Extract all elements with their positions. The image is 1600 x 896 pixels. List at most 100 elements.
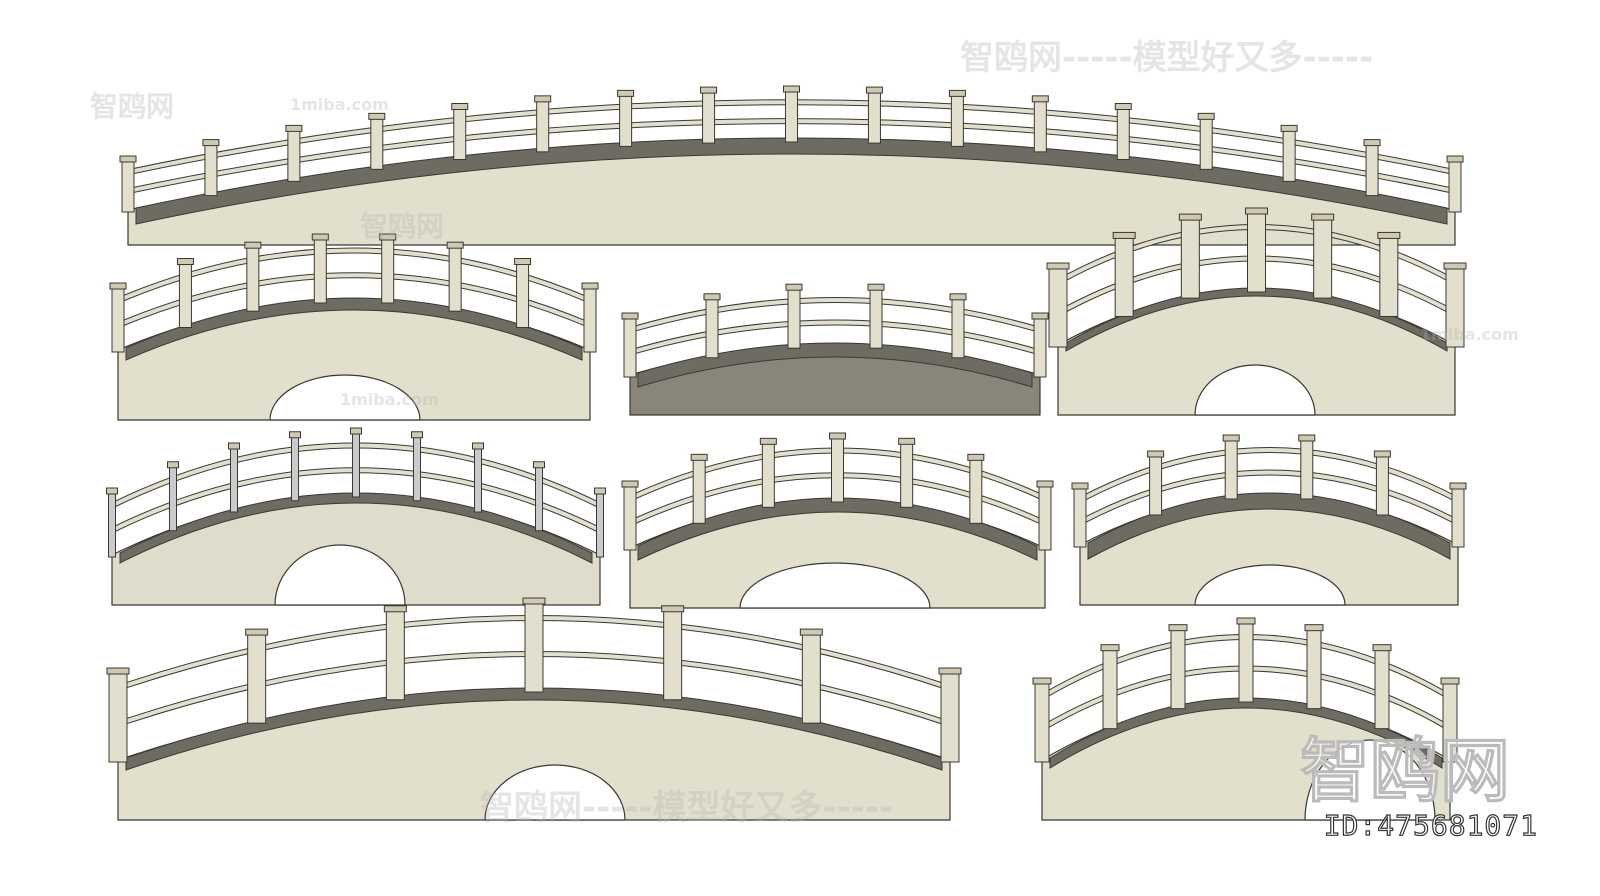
railing-post (1073, 486, 1087, 548)
post-cap (1222, 434, 1240, 442)
post-cap (1304, 624, 1324, 632)
post-cap (829, 432, 846, 440)
railing-post (524, 601, 544, 693)
wavy-granite-bridge (106, 427, 606, 606)
post-cap (1036, 480, 1054, 488)
watermark-brand: 智鸥网-----模型好又多----- (960, 38, 1374, 78)
post-cap (594, 487, 606, 495)
post-cap (533, 461, 545, 469)
post-cap (1236, 617, 1256, 625)
railing-post (867, 90, 881, 144)
railing-post (1034, 681, 1050, 763)
railing-post (969, 457, 983, 524)
railing-post (1238, 621, 1254, 703)
handrail (1079, 448, 1459, 502)
post-cap (514, 258, 532, 266)
post-cap (1373, 450, 1391, 458)
post-cap (799, 628, 823, 636)
post-cap (759, 437, 777, 445)
railing-post (1114, 235, 1134, 317)
post-cap (109, 282, 127, 290)
railing-post (900, 441, 914, 508)
railing-post (1306, 628, 1322, 710)
watermark-brand: 智鸥网-----模型好又多----- (480, 788, 894, 828)
perspective-lattice-bridge (1032, 617, 1460, 821)
railing-post (705, 297, 719, 359)
arch-opening (269, 374, 421, 421)
railing-post (619, 93, 633, 147)
post-cap (949, 293, 967, 301)
post-cap (106, 487, 118, 495)
railing-post (663, 609, 683, 701)
railing-post (1375, 454, 1389, 516)
post-cap (167, 461, 179, 469)
post-cap (1298, 434, 1316, 442)
post-cap (1443, 262, 1467, 270)
post-cap (228, 442, 240, 450)
railing-post (516, 262, 530, 329)
arch-opening (1194, 364, 1316, 416)
railing-post (950, 93, 964, 147)
railing-post (313, 237, 327, 304)
railing-post (108, 671, 128, 763)
post-cap (368, 112, 386, 120)
railing-post (287, 128, 301, 182)
post-cap (245, 628, 269, 636)
post-cap (617, 89, 635, 97)
post-cap (700, 86, 718, 94)
post-cap (1046, 262, 1070, 270)
large-stone-arch-bridge (106, 597, 962, 821)
railing-post (535, 465, 543, 532)
post-cap (1377, 231, 1401, 239)
post-cap (1440, 677, 1460, 685)
post-cap (1147, 450, 1165, 458)
post-cap (690, 453, 708, 461)
arched-railing-bridge (109, 233, 599, 421)
post-cap (1280, 124, 1298, 132)
railing-post (702, 90, 716, 144)
watermark-site: 1miba.com (1420, 325, 1519, 344)
railing-post (1149, 454, 1163, 516)
post-cap (621, 312, 639, 320)
railing-post (1180, 217, 1200, 299)
flat-deck-bridge (621, 283, 1049, 416)
railing-post (108, 491, 116, 558)
ornate-carved-bridge (1046, 207, 1467, 416)
railing-post (869, 287, 883, 349)
post-cap (383, 605, 407, 613)
model-id-label: ID:475681071 (1323, 808, 1538, 842)
post-cap (898, 437, 916, 445)
post-cap (1178, 213, 1202, 221)
post-cap (1114, 103, 1132, 110)
railing-post (1379, 235, 1399, 317)
railing-post (761, 441, 775, 508)
post-cap (581, 282, 599, 290)
post-cap (621, 480, 639, 488)
railing-post (1224, 438, 1238, 500)
railing-post (453, 107, 467, 160)
railing-post (536, 99, 550, 153)
post-cap (472, 442, 484, 450)
post-cap (703, 293, 721, 301)
railing-post (692, 457, 706, 524)
post-cap (285, 124, 303, 132)
post-cap (1168, 624, 1188, 632)
railing-post (623, 484, 637, 551)
post-cap (379, 233, 397, 241)
post-cap (1197, 112, 1215, 120)
arch-opening (1304, 739, 1436, 821)
railing-post (1199, 116, 1213, 170)
post-cap (967, 453, 985, 461)
post-cap (865, 86, 883, 94)
railing-post (596, 491, 604, 558)
railing-post (230, 446, 238, 513)
post-cap (534, 95, 552, 103)
long-curved-bridge (119, 85, 1464, 246)
arch-opening (1194, 564, 1346, 606)
railing-post (801, 632, 821, 724)
railing-post (381, 237, 395, 304)
railing-post (385, 609, 405, 701)
railing-post (1038, 484, 1052, 551)
post-cap (1449, 482, 1467, 490)
